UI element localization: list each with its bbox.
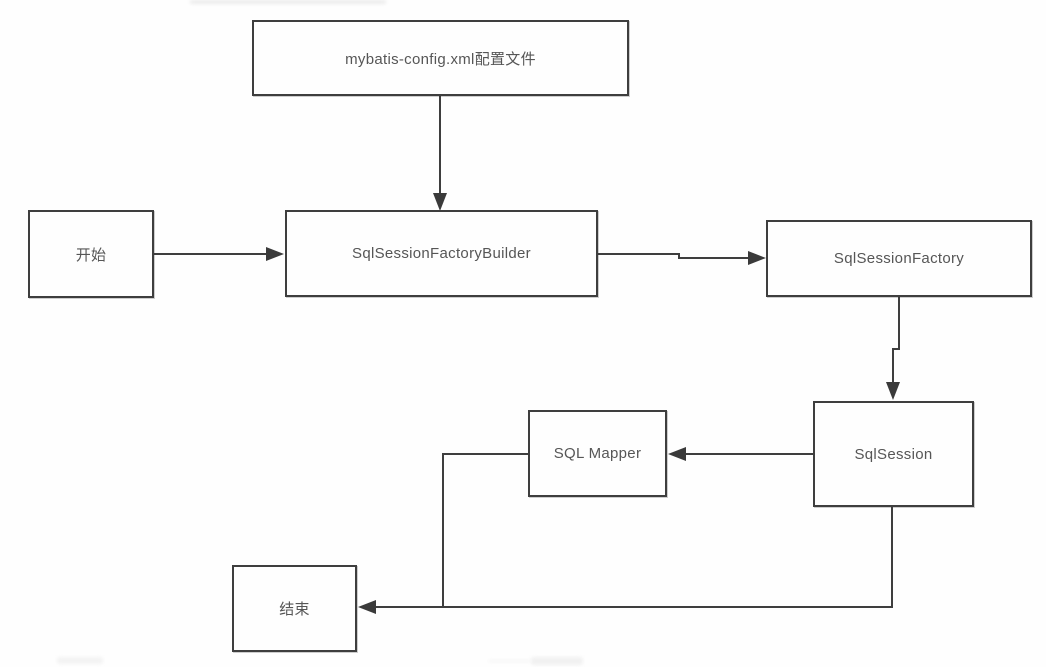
node-config-file: mybatis-config.xml配置文件 [252,20,629,96]
crop-artifact-top [190,0,386,4]
node-sql-mapper: SQL Mapper [528,410,667,497]
node-config-file-label: mybatis-config.xml配置文件 [345,50,536,68]
node-start-label: 开始 [75,246,107,264]
node-sqlsessionfactory: SqlSessionFactory [766,220,1032,297]
node-sqlsession: SqlSession [813,401,974,507]
node-start: 开始 [28,210,154,298]
node-sql-mapper-label: SQL Mapper [553,445,642,462]
crop-artifact-bottom-left [57,657,103,664]
arrowhead-config-to-builder [433,193,447,211]
crop-artifact-bottom-middle [531,657,583,665]
arrowhead-factory-to-session [886,382,900,400]
edge-builder-to-factory [598,253,749,259]
node-end: 结束 [232,565,357,652]
arrowhead-session-to-mapper [668,447,686,461]
node-sqlsessionfactory-label: SqlSessionFactory [833,250,965,267]
node-sqlsessionfactorybuilder-label: SqlSessionFactoryBuilder [352,245,531,262]
edge-session-to-end [376,507,893,608]
edge-factory-to-session [892,297,900,383]
arrowhead-session-to-end [358,600,376,614]
crop-artifact-bottom-middle-line [488,660,532,662]
node-sqlsessionfactorybuilder: SqlSessionFactoryBuilder [285,210,598,297]
edge-mapper-to-end [442,453,528,607]
node-sqlsession-label: SqlSession [854,445,933,463]
node-end-label: 结束 [279,601,310,618]
arrowhead-start-to-builder [266,247,284,261]
arrowhead-builder-to-factory [748,251,766,265]
